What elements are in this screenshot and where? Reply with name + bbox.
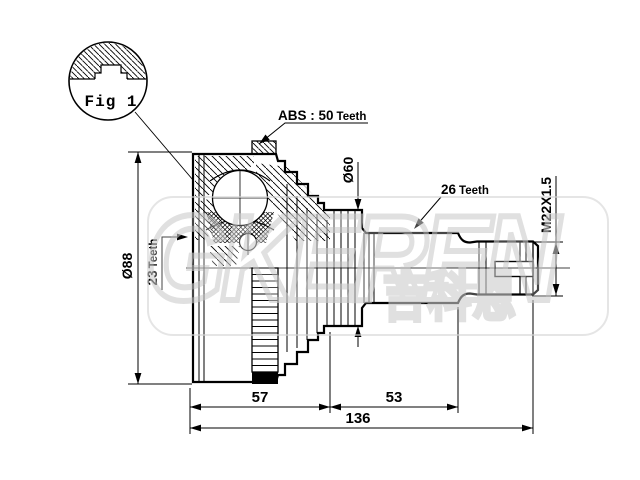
housing-diameter-label: Ø88 (119, 253, 135, 280)
cotter-pin-slot (494, 260, 534, 278)
ball-centerlines (212, 170, 268, 226)
thread-spec-label: M22X1.5 (538, 177, 554, 233)
dim-housing-diameter (128, 151, 192, 385)
callout-abs-leader (258, 122, 368, 145)
fig1-leader-line (134, 111, 194, 181)
dim-lengths (189, 300, 534, 434)
inner-spline-label: 23Teeth (145, 239, 160, 286)
abs-ring-teeth-band (251, 267, 279, 384)
length-total-label: 136 (345, 410, 370, 427)
callout-outer-spline-leader (414, 196, 442, 229)
length-housing-label: 57 (252, 389, 269, 406)
flange-diameter-label: Ø60 (340, 157, 356, 184)
fig1-label: Fig 1 (84, 93, 137, 111)
callout-inner-spline-leader (161, 233, 188, 290)
dimensions (128, 122, 563, 434)
fig1-detail: Fig 1 (68, 41, 194, 181)
joint-internals (205, 169, 275, 255)
length-shaft-label: 53 (386, 389, 403, 406)
abs-ring-section (251, 140, 277, 155)
dim-flange-diameter (354, 162, 362, 347)
fig1-spline-tooth-profile (94, 64, 128, 79)
